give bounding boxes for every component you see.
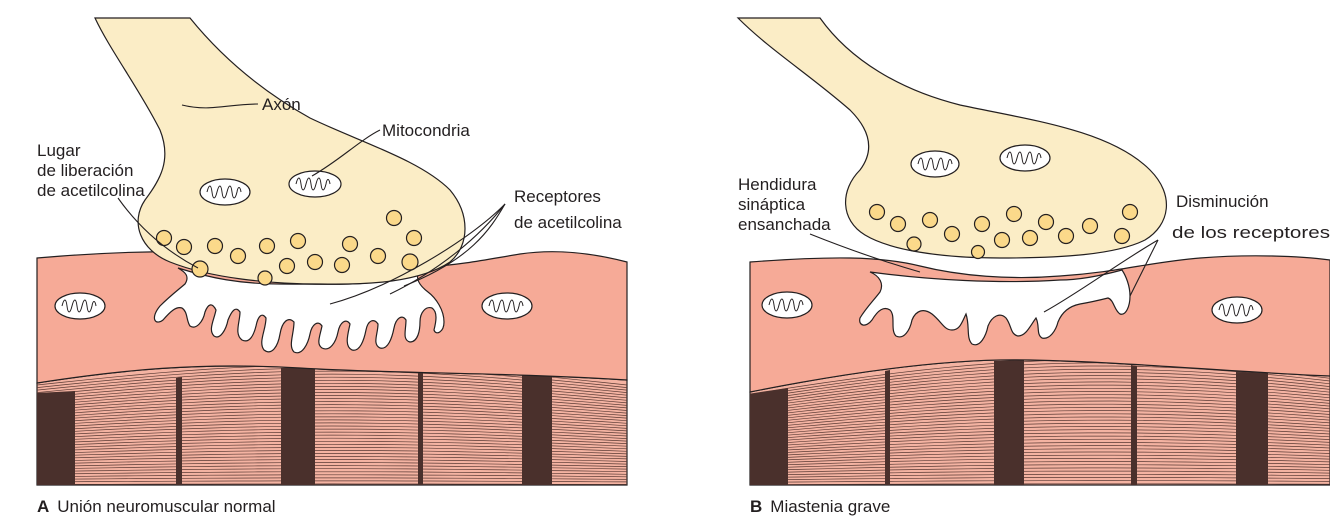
panel-b-label-decrease-1: Disminución	[1176, 192, 1269, 211]
panel-a: Axón Mitocondria Lugar de liberación de …	[37, 18, 627, 516]
panel-a-dark-band	[522, 375, 552, 485]
panel-a-label-release-1: Lugar	[37, 141, 81, 160]
panel-a-mitochondrion	[200, 179, 250, 205]
panel-a-dark-band	[37, 391, 75, 485]
panel-a-label-receptors-1: Receptores	[514, 187, 601, 206]
panel-a-label-axon: Axón	[262, 95, 301, 114]
panel-b-letter: B	[750, 497, 762, 516]
panel-a-label-receptors-2: de acetilcolina	[514, 213, 622, 232]
panel-b-label-cleft-2: sináptica	[738, 195, 806, 214]
panel-b-dark-band	[1236, 372, 1268, 485]
panel-a-caption: A Unión neuromuscular normal	[37, 497, 276, 516]
panel-a-dark-band	[418, 373, 423, 485]
panel-a-label-mitochondria: Mitocondria	[382, 121, 470, 140]
panel-b-mitochondrion	[1212, 297, 1262, 323]
panel-b-caption-text: Miastenia grave	[770, 497, 890, 516]
panel-b-dark-band	[750, 388, 788, 485]
panel-b-caption: B Miastenia grave	[750, 497, 890, 516]
panel-b-label-cleft-1: Hendidura	[738, 175, 817, 194]
panel-a-mitochondrion	[482, 293, 532, 319]
panel-b-dark-band	[994, 360, 1024, 485]
panel-b-muscle-fiber	[750, 360, 1330, 485]
panel-b-label-decrease-2: de los receptores	[1172, 223, 1330, 242]
panel-a-muscle-fiber	[37, 365, 627, 485]
panel-b-label-cleft-3: ensanchada	[738, 215, 831, 234]
panel-b-dark-band	[1131, 365, 1137, 485]
panel-a-mitochondrion	[289, 171, 341, 197]
panel-b-mitochondrion	[1000, 145, 1050, 171]
panel-b-mitochondrion	[911, 151, 959, 177]
panel-b-dark-band	[885, 370, 890, 485]
panel-a-label-release-3: de acetilcolina	[37, 181, 145, 200]
panel-a-mitochondrion	[55, 293, 105, 319]
panel-b: Hendidura sináptica ensanchada Disminuci…	[738, 18, 1330, 516]
panel-a-label-release-2: de liberación	[37, 161, 133, 180]
panel-a-letter: A	[37, 497, 49, 516]
panel-a-dark-band	[176, 377, 182, 485]
panel-a-dark-band	[281, 368, 315, 485]
panel-b-mitochondrion	[762, 292, 812, 318]
panel-a-caption-text: Unión neuromuscular normal	[57, 497, 275, 516]
